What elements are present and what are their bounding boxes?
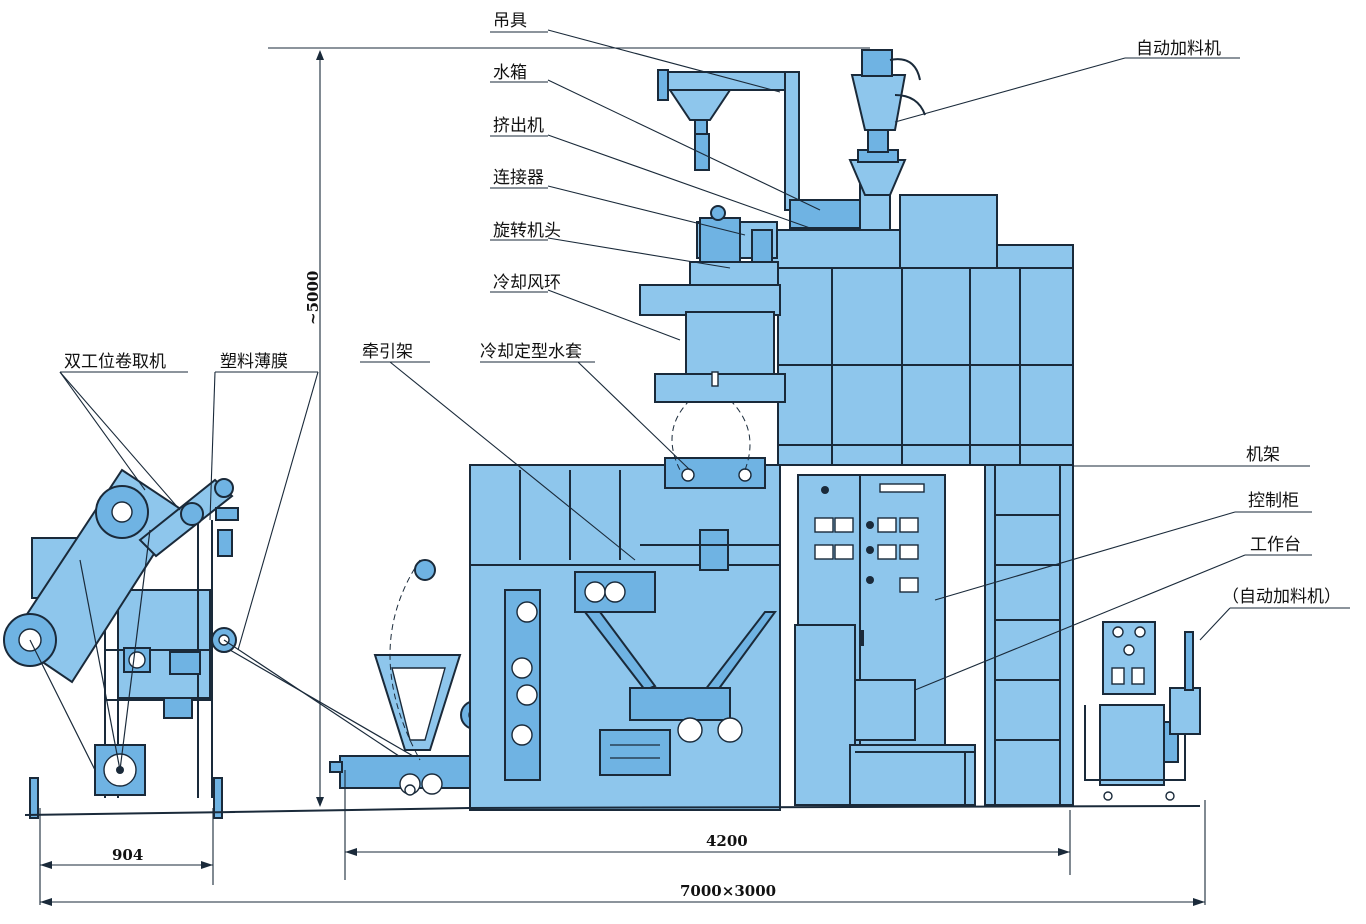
label-water-tank: 水箱: [493, 63, 527, 83]
dimension-labels: ~5000 904 4200 7000×3000: [112, 271, 776, 900]
rotating-head: [639, 205, 786, 403]
label-workbench: 工作台: [1250, 535, 1301, 555]
extruder: [771, 49, 998, 269]
label-frame: 机架: [1246, 445, 1280, 465]
label-rotating-head: 旋转机头: [493, 221, 561, 241]
label-auto-feeder-optional: （自动加料机）: [1222, 587, 1341, 607]
label-extruder: 挤出机: [493, 116, 544, 136]
spreader: [657, 69, 800, 211]
callout-labels: 吊具 水箱 挤出机 连接器 旋转机头 冷却风环 冷却定型水套 牵引架 双工位卷取…: [64, 11, 1341, 607]
label-auto-feeder: 自动加料机: [1136, 39, 1221, 59]
label-double-station-winder: 双工位卷取机: [64, 352, 166, 372]
plastic-film: [223, 639, 421, 771]
dimension-lines: [39, 47, 1206, 906]
label-haul-off-frame: 牵引架: [362, 342, 413, 362]
haul-off-housing: [389, 399, 781, 811]
label-control-cabinet: 控制柜: [1248, 491, 1299, 511]
label-connector: 连接器: [493, 168, 544, 188]
dimension-height: ~5000: [304, 271, 322, 325]
workbench: [794, 624, 976, 806]
dimension-overall: 7000×3000: [680, 882, 776, 900]
dimension-winder-width: 904: [112, 846, 143, 864]
label-spreader: 吊具: [493, 11, 527, 31]
dimension-main-length: 4200: [706, 832, 748, 850]
label-cooling-air-ring: 冷却风环: [493, 273, 561, 293]
double-station-winder: [3, 468, 239, 819]
leader-lines: [59, 29, 1350, 691]
auto-feeder-optional-unit: [1084, 621, 1201, 801]
machine-frame: [777, 244, 1074, 806]
label-plastic-film: 塑料薄膜: [220, 352, 288, 372]
label-cooling-sizing-jacket: 冷却定型水套: [480, 342, 582, 362]
